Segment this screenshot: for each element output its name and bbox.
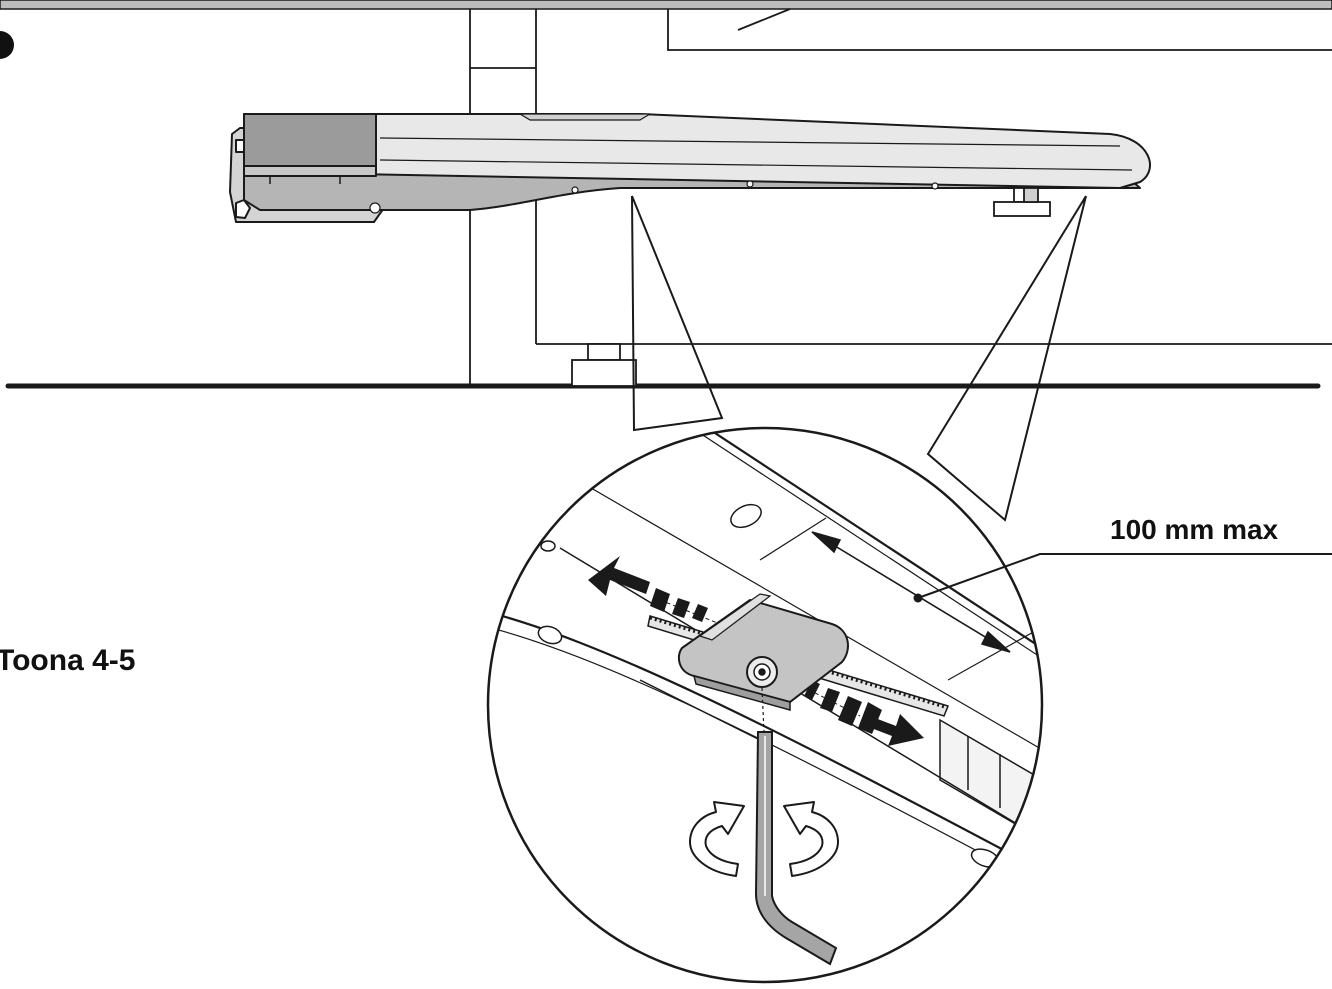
model-name-label: Toona 4-5 bbox=[0, 644, 135, 678]
figure-number-marker bbox=[0, 31, 14, 59]
gate-base-bracket bbox=[572, 344, 636, 386]
top-band bbox=[0, 0, 1332, 9]
gate-frame bbox=[470, 9, 1332, 384]
operator-foot bbox=[994, 188, 1050, 216]
dimension-label: 100 mm max bbox=[1110, 514, 1278, 546]
